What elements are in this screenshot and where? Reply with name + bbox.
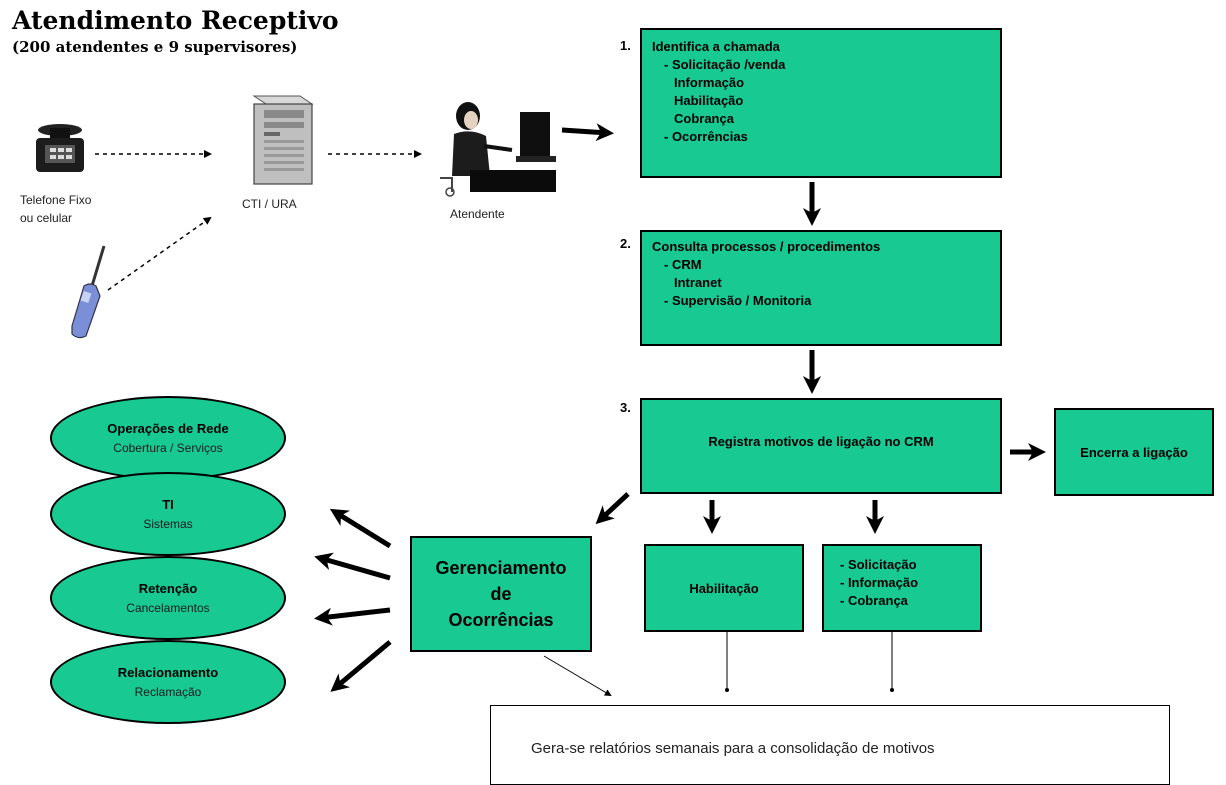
step3-registra-box: Registra motivos de ligação no CRM	[640, 398, 1002, 494]
encerra-ligacao-box: Encerra a ligação	[1054, 408, 1214, 496]
step1-item: Habilitação	[674, 93, 744, 108]
diagram-subtitle: (200 atendentes e 9 supervisores)	[12, 38, 298, 56]
step1-item: - Ocorrências	[664, 129, 748, 144]
phone-caption-line1: Telefone Fixo	[20, 193, 92, 207]
oval-title: TI	[162, 497, 174, 512]
step1-item: Informação	[674, 75, 745, 90]
step2-consulta-box: Consulta processos / procedimentos - CRM…	[640, 230, 1002, 346]
arrow-agent-to-step1	[561, 123, 614, 142]
weekly-report-box: Gera-se relatórios semanais para a conso…	[490, 705, 1170, 785]
mobile-phone-icon	[71, 245, 106, 339]
solicitacao-informacao-cobranca-box: - Solicitação - Informação - Cobrança	[822, 544, 982, 632]
oval-ti: TI Sistemas	[50, 472, 286, 556]
oval-subtitle: Cobertura / Serviços	[113, 441, 223, 455]
arrow-occ-to-ti	[314, 552, 391, 581]
step1-item: - Solicitação /venda	[664, 57, 786, 72]
step1-identifica-chamada-box: Identifica a chamada - Solicitação /vend…	[640, 28, 1002, 178]
oval-title: Operações de Rede	[107, 421, 229, 436]
telephone-icon	[36, 124, 84, 172]
requests-item: - Solicitação	[840, 557, 917, 572]
habilitacao-label: Habilitação	[689, 580, 759, 596]
weekly-report-text: Gera-se relatórios semanais para a conso…	[531, 740, 935, 757]
oval-subtitle: Sistemas	[143, 517, 193, 531]
arrow-occ-to-report	[543, 655, 612, 697]
step1-number: 1.	[620, 38, 631, 53]
occurrences-line3: Ocorrências	[448, 610, 554, 630]
oval-subtitle: Reclamação	[134, 685, 202, 699]
arrow-occ-to-retencao	[314, 607, 391, 626]
arrow-occ-to-relacionamento	[330, 640, 392, 692]
arrow-mobile-to-cti	[107, 216, 212, 291]
step2-number: 2.	[620, 236, 631, 251]
habilitacao-box: Habilitação	[644, 544, 804, 632]
agent-caption: Atendente	[450, 207, 505, 221]
step2-title: Consulta processos / procedimentos	[652, 239, 881, 254]
encerra-ligacao-label: Encerra a ligação	[1080, 444, 1188, 460]
requests-item: - Cobrança	[840, 593, 908, 608]
step1-item: Cobrança	[674, 111, 734, 126]
oval-relacionamento: Relacionamento Reclamação	[50, 640, 286, 724]
oval-operacoes-de-rede: Operações de Rede Cobertura / Serviços	[50, 396, 286, 480]
step3-number: 3.	[620, 400, 631, 415]
step1-title: Identifica a chamada	[652, 39, 780, 54]
cti-caption: CTI / URA	[242, 197, 297, 211]
agent-icon	[440, 102, 556, 197]
arrow-step3-to-occurrences	[595, 492, 630, 525]
arrow-occ-to-operacoes	[329, 508, 392, 549]
oval-retencao: Retenção Cancelamentos	[50, 556, 286, 640]
requests-item: - Informação	[840, 575, 919, 590]
oval-title: Relacionamento	[117, 665, 219, 680]
step3-title: Registra motivos de ligação no CRM	[708, 433, 934, 449]
gerenciamento-ocorrencias-box: Gerenciamento de Ocorrências	[410, 536, 592, 652]
phone-caption-line2: ou celular	[20, 211, 73, 225]
occurrences-line2: de	[490, 584, 512, 604]
oval-title: Retenção	[138, 581, 198, 596]
oval-subtitle: Cancelamentos	[126, 601, 210, 615]
step2-item: - CRM	[664, 257, 702, 272]
server-icon	[252, 95, 314, 185]
step2-item: Intranet	[674, 275, 722, 290]
occurrences-line1: Gerenciamento	[435, 558, 567, 578]
diagram-title: Atendimento Receptivo	[12, 6, 339, 35]
step2-item: - Supervisão / Monitoria	[664, 293, 812, 308]
